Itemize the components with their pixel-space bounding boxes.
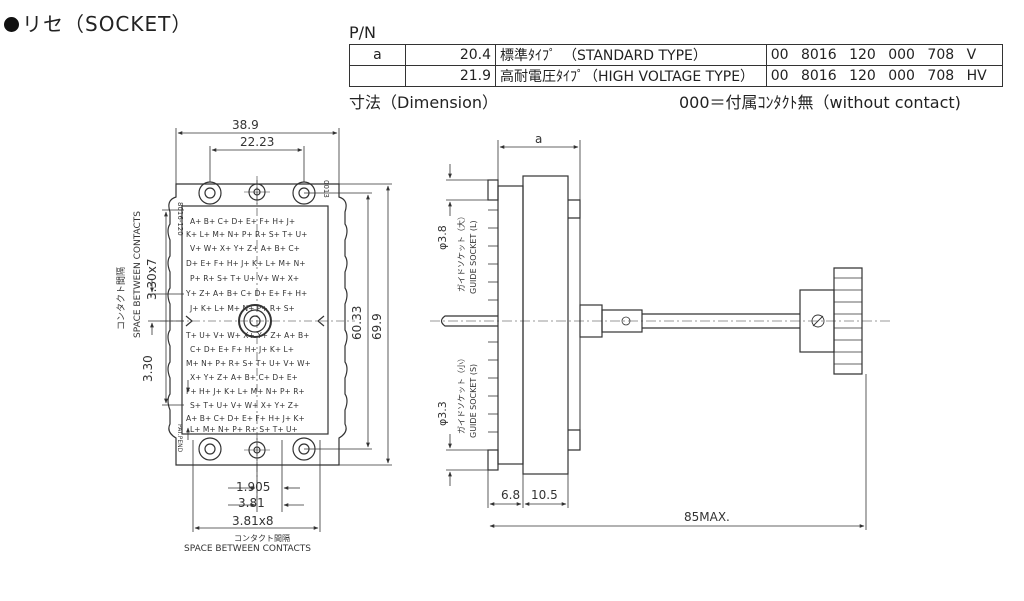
- body-step: [568, 429, 581, 451]
- guide-hole: [198, 181, 222, 205]
- dim-1905: 1.905: [236, 480, 270, 494]
- dim-68: 6.8: [501, 488, 520, 502]
- front-dimensions: [148, 128, 392, 532]
- page-title: リセ（SOCKET）: [4, 8, 192, 37]
- type-cell: 標準ﾀｲﾌﾟ （STANDARD TYPE）: [495, 44, 767, 66]
- center-coax-contact: [238, 304, 272, 338]
- dim-pitch-v: 3.30x7: [145, 259, 159, 300]
- alignment-mark: [185, 315, 193, 327]
- table-row: 21.9 高耐電圧ﾀｲﾌﾟ（HIGH VOLTAGE TYPE） 00 8016…: [349, 65, 1004, 87]
- part-mark: 8016-120: [176, 202, 184, 236]
- code-cell: 00 8016 120 000 708 V: [765, 44, 1004, 66]
- guide-s-label-en: GUIDE SOCKET (S): [469, 364, 478, 438]
- dimension-label: 寸法（Dimension）: [349, 93, 499, 112]
- knurled-nut: [833, 267, 863, 375]
- pitch-v-label-en: SPACE BETWEEN CONTACTS: [133, 211, 143, 338]
- a-value-cell: 20.4: [404, 44, 497, 66]
- dim-381: 3.81: [238, 496, 265, 510]
- contact-row: S+ T+ U+ V+ W+ X+ Y+ Z+: [190, 401, 299, 410]
- contact-row: D+ E+ F+ H+ J+ K+ L+ M+ N+: [186, 259, 306, 268]
- contact-row: C+ D+ E+ F+ H+ J+ K+ L+: [190, 345, 294, 354]
- contact-row: K+ L+ M+ N+ P+ R+ S+ T+ U+: [186, 230, 307, 239]
- code-mark: 0013: [322, 180, 330, 198]
- mounting-plate: [497, 185, 524, 465]
- guide-pin: [487, 179, 499, 201]
- guide-pin: [487, 449, 499, 471]
- contact-row: F+ H+ J+ K+ L+ M+ N+ P+ R+: [186, 387, 305, 396]
- pitch-h-label-en: SPACE BETWEEN CONTACTS: [184, 544, 311, 554]
- dim-381x8: 3.81x8: [232, 514, 273, 528]
- code-cell: 00 8016 120 000 708 HV: [765, 65, 1004, 87]
- contact-note: 000＝付属ｺﾝﾀｸﾄ無（without contact): [679, 93, 961, 112]
- contact-grid: A+ B+ C+ D+ E+ F+ H+ J+ K+ L+ M+ N+ P+ R…: [185, 217, 311, 434]
- dim-guide-s: φ3.3: [436, 401, 449, 426]
- dim-85: 85MAX.: [684, 510, 730, 524]
- contact-row: T+ U+ V+ W+ X+ Y+ Z+ A+ B+: [185, 331, 309, 340]
- table-row: a 20.4 標準ﾀｲﾌﾟ （STANDARD TYPE） 00 8016 12…: [349, 44, 1004, 66]
- guide-s-label-jp: ガイドソケット（小）: [456, 354, 466, 434]
- contact-tails: [488, 209, 498, 433]
- contact-row: M+ N+ P+ R+ S+ T+ U+ V+ W+: [186, 359, 311, 368]
- bullet-icon: [4, 17, 19, 32]
- side-dimensions: [446, 140, 867, 530]
- guide-l-label-en: GUIDE SOCKET (L): [469, 220, 478, 294]
- body-step: [568, 199, 581, 219]
- front-pin: [440, 315, 498, 327]
- knurl-lines: [834, 277, 862, 365]
- type-cell: 高耐電圧ﾀｲﾌﾟ（HIGH VOLTAGE TYPE）: [495, 65, 767, 87]
- guide-l-label-jp: ガイドソケット（大）: [456, 212, 466, 292]
- pn-label: P/N: [349, 23, 377, 42]
- contact-row: Y+ Z+ A+ B+ C+ D+ E+ F+ H+: [185, 289, 307, 298]
- dim-height-inner: 60.33: [350, 306, 364, 340]
- contact-row: A+ B+ C+ D+ E+ F+ H+ J+ K+: [186, 414, 305, 423]
- dim-width: 38.9: [232, 118, 259, 132]
- contact-row: J+ K+ L+ M+ N+ P+ R+ S+: [189, 304, 295, 313]
- patent-mark: PAT.PEND: [176, 424, 183, 453]
- contact-row: X+ Y+ Z+ A+ B+ C+ D+ E+: [190, 373, 298, 382]
- side-view: [430, 175, 892, 475]
- contact-row: P+ R+ S+ T+ U+ V+ W+ X+: [190, 274, 299, 283]
- dim-guide-l: φ3.8: [436, 225, 449, 250]
- dim-hole-pitch: 22.23: [240, 135, 274, 149]
- contact-row: V+ W+ X+ Y+ Z+ A+ B+ C+: [190, 244, 300, 253]
- title-text: リセ（SOCKET）: [22, 12, 193, 36]
- a-value-cell: 21.9: [404, 65, 497, 87]
- dim-105: 10.5: [531, 488, 558, 502]
- dim-a: a: [535, 132, 542, 146]
- contact-row: L+ M+ N+ P+ R+ S+ T+ U+: [190, 425, 298, 434]
- dim-height: 69.9: [370, 313, 384, 340]
- socket-body: [522, 175, 569, 475]
- dim-pitch-v-single: 3.30: [141, 355, 155, 382]
- alignment-mark: [317, 315, 325, 327]
- contact-row: A+ B+ C+ D+ E+ F+ H+ J+: [190, 217, 295, 226]
- part-number-table: a 20.4 標準ﾀｲﾌﾟ （STANDARD TYPE） 00 8016 12…: [349, 44, 1004, 87]
- pitch-h-label-jp: コンタクト間隔: [234, 534, 290, 543]
- guide-hole: [198, 437, 222, 461]
- contact-area-outline: [181, 205, 329, 435]
- pitch-v-label-jp: コンタクト間隔: [116, 267, 127, 330]
